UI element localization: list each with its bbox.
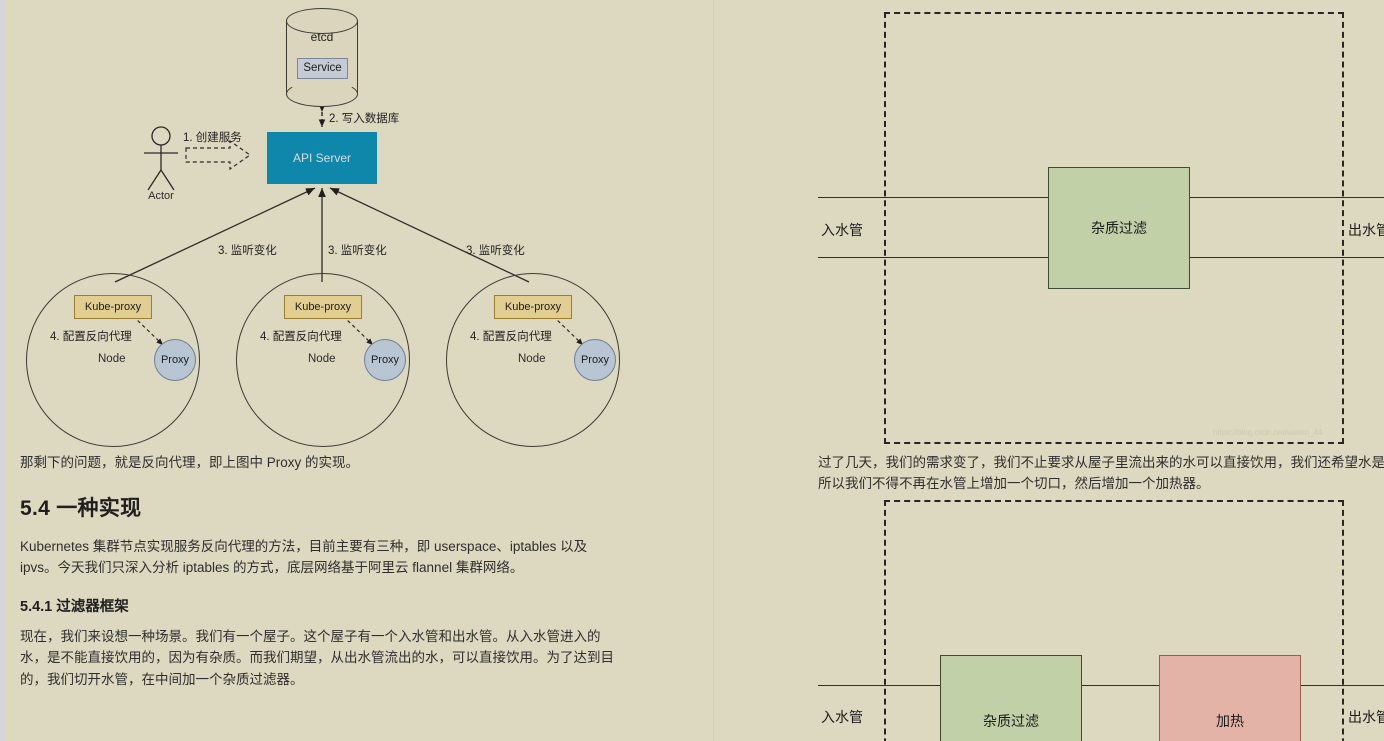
etcd-datastore-cylinder: etcd Service — [286, 8, 358, 107]
service-object-box: Service — [297, 58, 348, 79]
house-boundary-1 — [884, 12, 1344, 444]
node-circle-2 — [236, 273, 410, 447]
right-pane-edge — [817, 0, 818, 741]
right-content-column: 杂质过滤 入水管 出水管 https://blog.csdn.net/weixi… — [818, 0, 1384, 741]
node-circle-1 — [26, 273, 200, 447]
step-3-label-1: 3. 监听变化 — [218, 245, 277, 257]
step-4-label-1: 4. 配置反向代理 — [50, 331, 132, 343]
inlet-pipe-label-1: 入水管 — [821, 222, 863, 238]
etcd-label: etcd — [310, 30, 334, 44]
paragraph-1: 那剩下的问题，就是反向代理，即上图中 Proxy 的实现。 — [20, 455, 360, 470]
node-label-1: Node — [98, 353, 126, 365]
proxy-circle-1: Proxy — [154, 339, 196, 381]
proxy-circle-3: Proxy — [574, 339, 616, 381]
kubernetes-service-flow-diagram: etcd Service API Server Actor 1. 创建服务 2.… — [5, 0, 713, 448]
pipe-top-line-2 — [818, 685, 1384, 686]
proxy-circle-2: Proxy — [364, 339, 406, 381]
cylinder-top — [286, 8, 358, 34]
step-2-label: 2. 写入数据库 — [329, 113, 400, 125]
kube-proxy-box-3: Kube-proxy — [494, 295, 572, 319]
left-content-column: etcd Service API Server Actor 1. 创建服务 2.… — [5, 0, 713, 741]
cylinder-bottom — [286, 81, 358, 107]
step-4-label-2: 4. 配置反向代理 — [260, 331, 342, 343]
heading-5-4: 5.4 一种实现 — [20, 496, 142, 520]
outlet-pipe-label-2: 出水管 — [1348, 709, 1384, 725]
step-1-label: 1. 创建服务 — [183, 132, 242, 144]
step-4-label-3: 4. 配置反向代理 — [470, 331, 552, 343]
water-pipe-figure-1: 杂质过滤 入水管 出水管 https://blog.csdn.net/weixi… — [818, 0, 1384, 450]
heading-5-4-1: 5.4.1 过滤器框架 — [20, 598, 129, 615]
water-pipe-figure-2: 杂质过滤 加热 入水管 出水管 — [818, 497, 1384, 741]
heater-block-2: 加热 — [1159, 655, 1301, 741]
paragraph-3: 现在，我们来设想一种场景。我们有一个屋子。这个屋子有一个入水管和出水管。从入水管… — [20, 628, 614, 687]
left-gutter-strip — [0, 0, 5, 741]
kube-proxy-box-2: Kube-proxy — [284, 295, 362, 319]
impurity-filter-block-2: 杂质过滤 — [940, 655, 1082, 741]
node-circle-3 — [446, 273, 620, 447]
article-body: 那剩下的问题，就是反向代理，即上图中 Proxy 的实现。 5.4 一种实现 K… — [20, 452, 660, 696]
node-label-2: Node — [308, 353, 336, 365]
step-3-label-3: 3. 监听变化 — [466, 245, 525, 257]
right-paragraph: 过了几天，我们的需求变了，我们不止要求从屋子里流出来的水可以直接饮用，我们还希望… — [818, 455, 1384, 491]
impurity-filter-block-1: 杂质过滤 — [1048, 167, 1190, 289]
outlet-pipe-label-1: 出水管 — [1348, 222, 1384, 238]
paragraph-2: Kubernetes 集群节点实现服务反向代理的方法，目前主要有三种，即 use… — [20, 538, 588, 576]
watermark-text: https://blog.csdn.net/weixin_44 — [1213, 428, 1323, 437]
inlet-pipe-label-2: 入水管 — [821, 709, 863, 725]
house-boundary-2 — [884, 500, 1344, 741]
api-server-box: API Server — [267, 132, 377, 184]
column-divider — [713, 0, 714, 741]
step-3-label-2: 3. 监听变化 — [328, 245, 387, 257]
node-label-3: Node — [518, 353, 546, 365]
actor-label: Actor — [148, 190, 174, 202]
kube-proxy-box-1: Kube-proxy — [74, 295, 152, 319]
